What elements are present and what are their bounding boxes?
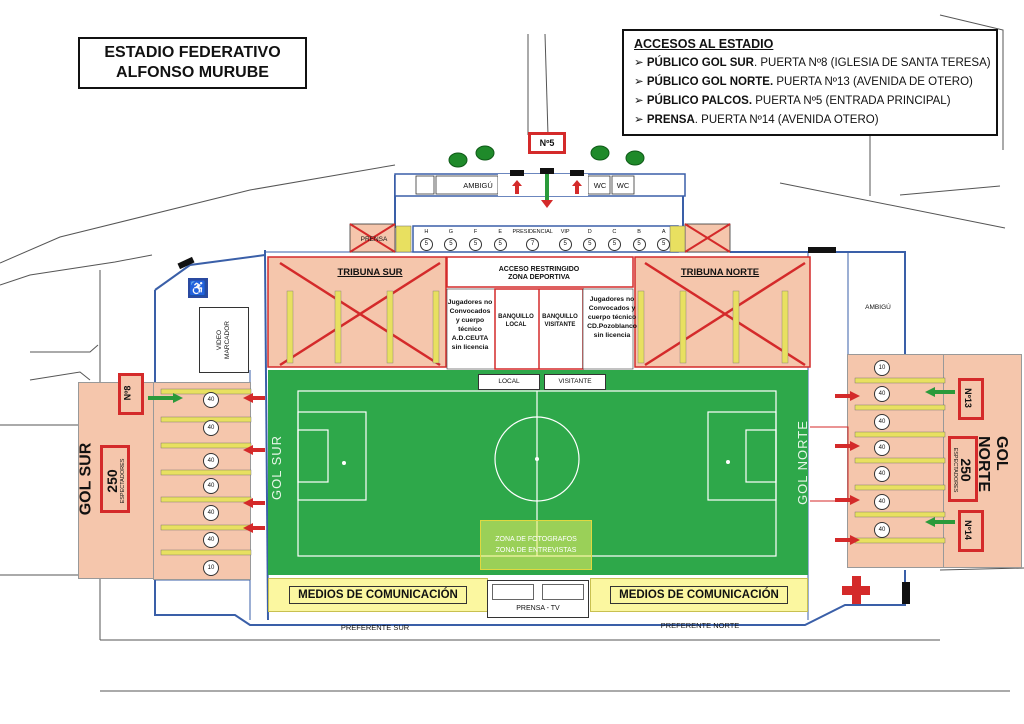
accessibility-icon: ♿ (188, 278, 208, 298)
gol-norte-section: 40 (874, 440, 890, 456)
gol-norte-section: 40 (874, 522, 890, 538)
gate-14[interactable]: Nº14 (958, 510, 984, 552)
palco-box-count: 5 (632, 238, 646, 251)
gol-norte-section: 40 (874, 386, 890, 402)
gol-sur-section: 40 (203, 392, 219, 408)
gol-sur-section: 40 (203, 453, 219, 469)
access-legend-heading: ACCESOS AL ESTADIO (634, 37, 774, 51)
jugadores-local: Jugadores no Convocados y cuerpo técnico… (447, 299, 493, 351)
access-item: ➢ PÚBLICO PALCOS. PUERTA Nº5 (ENTRADA PR… (634, 95, 951, 107)
gol-sur-section: 10 (203, 560, 219, 576)
trees (448, 145, 645, 168)
local-bench: LOCAL (478, 374, 540, 390)
gol-norte-section: 40 (874, 494, 890, 510)
tribuna-sur-label: TRIBUNA SUR (337, 267, 403, 278)
gol-sur-label: GOL SUR (77, 442, 95, 516)
stadium-title: ESTADIO FEDERATIVO ALFONSO MURUBE (78, 37, 307, 89)
wc-1: WC (593, 181, 607, 190)
gol-sur-section: 40 (203, 478, 219, 494)
gate-5[interactable]: Nº5 (528, 132, 566, 154)
tribunas (267, 256, 811, 370)
wc-2: WC (616, 181, 630, 190)
preferente-sur: PREFERENTE SUR (340, 623, 410, 632)
palco-box-count: 5 (493, 238, 507, 251)
first-aid-cross-icon (842, 576, 870, 604)
prensa-box-label: PRENSA (360, 236, 388, 243)
palco-box-count: 5 (419, 238, 433, 251)
gol-sur-stand (153, 382, 251, 580)
gate-5-label: Nº5 (539, 138, 555, 148)
stadium-title-line2: ALFONSO MURUBE (116, 64, 269, 81)
palco-box-count: 5 (583, 238, 597, 251)
gol-sur-section: 40 (203, 420, 219, 436)
norte-passage (810, 426, 849, 502)
gol-sur-section: 40 (203, 532, 219, 548)
palco-box-count: 5 (657, 238, 671, 251)
ambigu-top: AMBIGÚ (463, 181, 493, 190)
access-item: ➢ PRENSA. PUERTA Nº14 (AVENIDA OTERO) (634, 114, 879, 126)
gol-sur-section: 40 (203, 505, 219, 521)
access-legend: ACCESOS AL ESTADIO ➢ PÚBLICO GOL SUR. PU… (622, 29, 998, 136)
preferente-norte: PREFERENTE NORTE (660, 621, 740, 630)
gol-norte-section: 40 (874, 414, 890, 430)
gol-sur-rows (148, 388, 265, 556)
gate-8[interactable]: Nº8 (118, 373, 144, 415)
banquillo-local: BANQUILLO LOCAL (498, 314, 534, 328)
gol-norte-section: 10 (874, 360, 890, 376)
gol-sur-capacity: 250 ESPECTADORES (100, 445, 130, 513)
access-item: ➢ PÚBLICO GOL NORTE. PUERTA Nº13 (AVENID… (634, 76, 973, 88)
palco-box-count: 5 (444, 238, 458, 251)
gol-norte-label: GOL NORTE (975, 436, 1010, 492)
video-marcador: VIDEO MARCADOR (199, 307, 249, 373)
media-left: MEDIOS DE COMUNICACIÓN (268, 578, 488, 612)
tribuna-norte-label: TRIBUNA NORTE (680, 267, 760, 278)
prensa-tv: PRENSA - TV (487, 580, 589, 618)
stadium-title-line1: ESTADIO FEDERATIVO (104, 44, 281, 61)
pitch-gol-sur-label: GOL SUR (269, 434, 285, 501)
access-item: ➢ PÚBLICO GOL SUR. PUERTA Nº8 (IGLESIA D… (634, 57, 991, 69)
jugadores-visitante: Jugadores no Convocados y cuerpo técnico… (587, 296, 637, 339)
visitante-bench: VISITANTE (544, 374, 606, 390)
palco-box-count: 5 (469, 238, 483, 251)
palco-box-count: 7 (526, 238, 540, 251)
gate-13[interactable]: Nº13 (958, 378, 984, 420)
gol-norte-capacity: 250 ESPECTADORES (948, 436, 978, 502)
palco-box-count: 5 (558, 238, 572, 251)
media-right: MEDIOS DE COMUNICACIÓN (590, 578, 808, 612)
ambigu-right: AMBIGÚ (865, 304, 891, 311)
palco-box-count: 5 (607, 238, 621, 251)
gol-norte-section: 40 (874, 466, 890, 482)
banquillo-visitante: BANQUILLO VISITANTE (542, 314, 578, 328)
gol-norte-rows (835, 377, 955, 545)
